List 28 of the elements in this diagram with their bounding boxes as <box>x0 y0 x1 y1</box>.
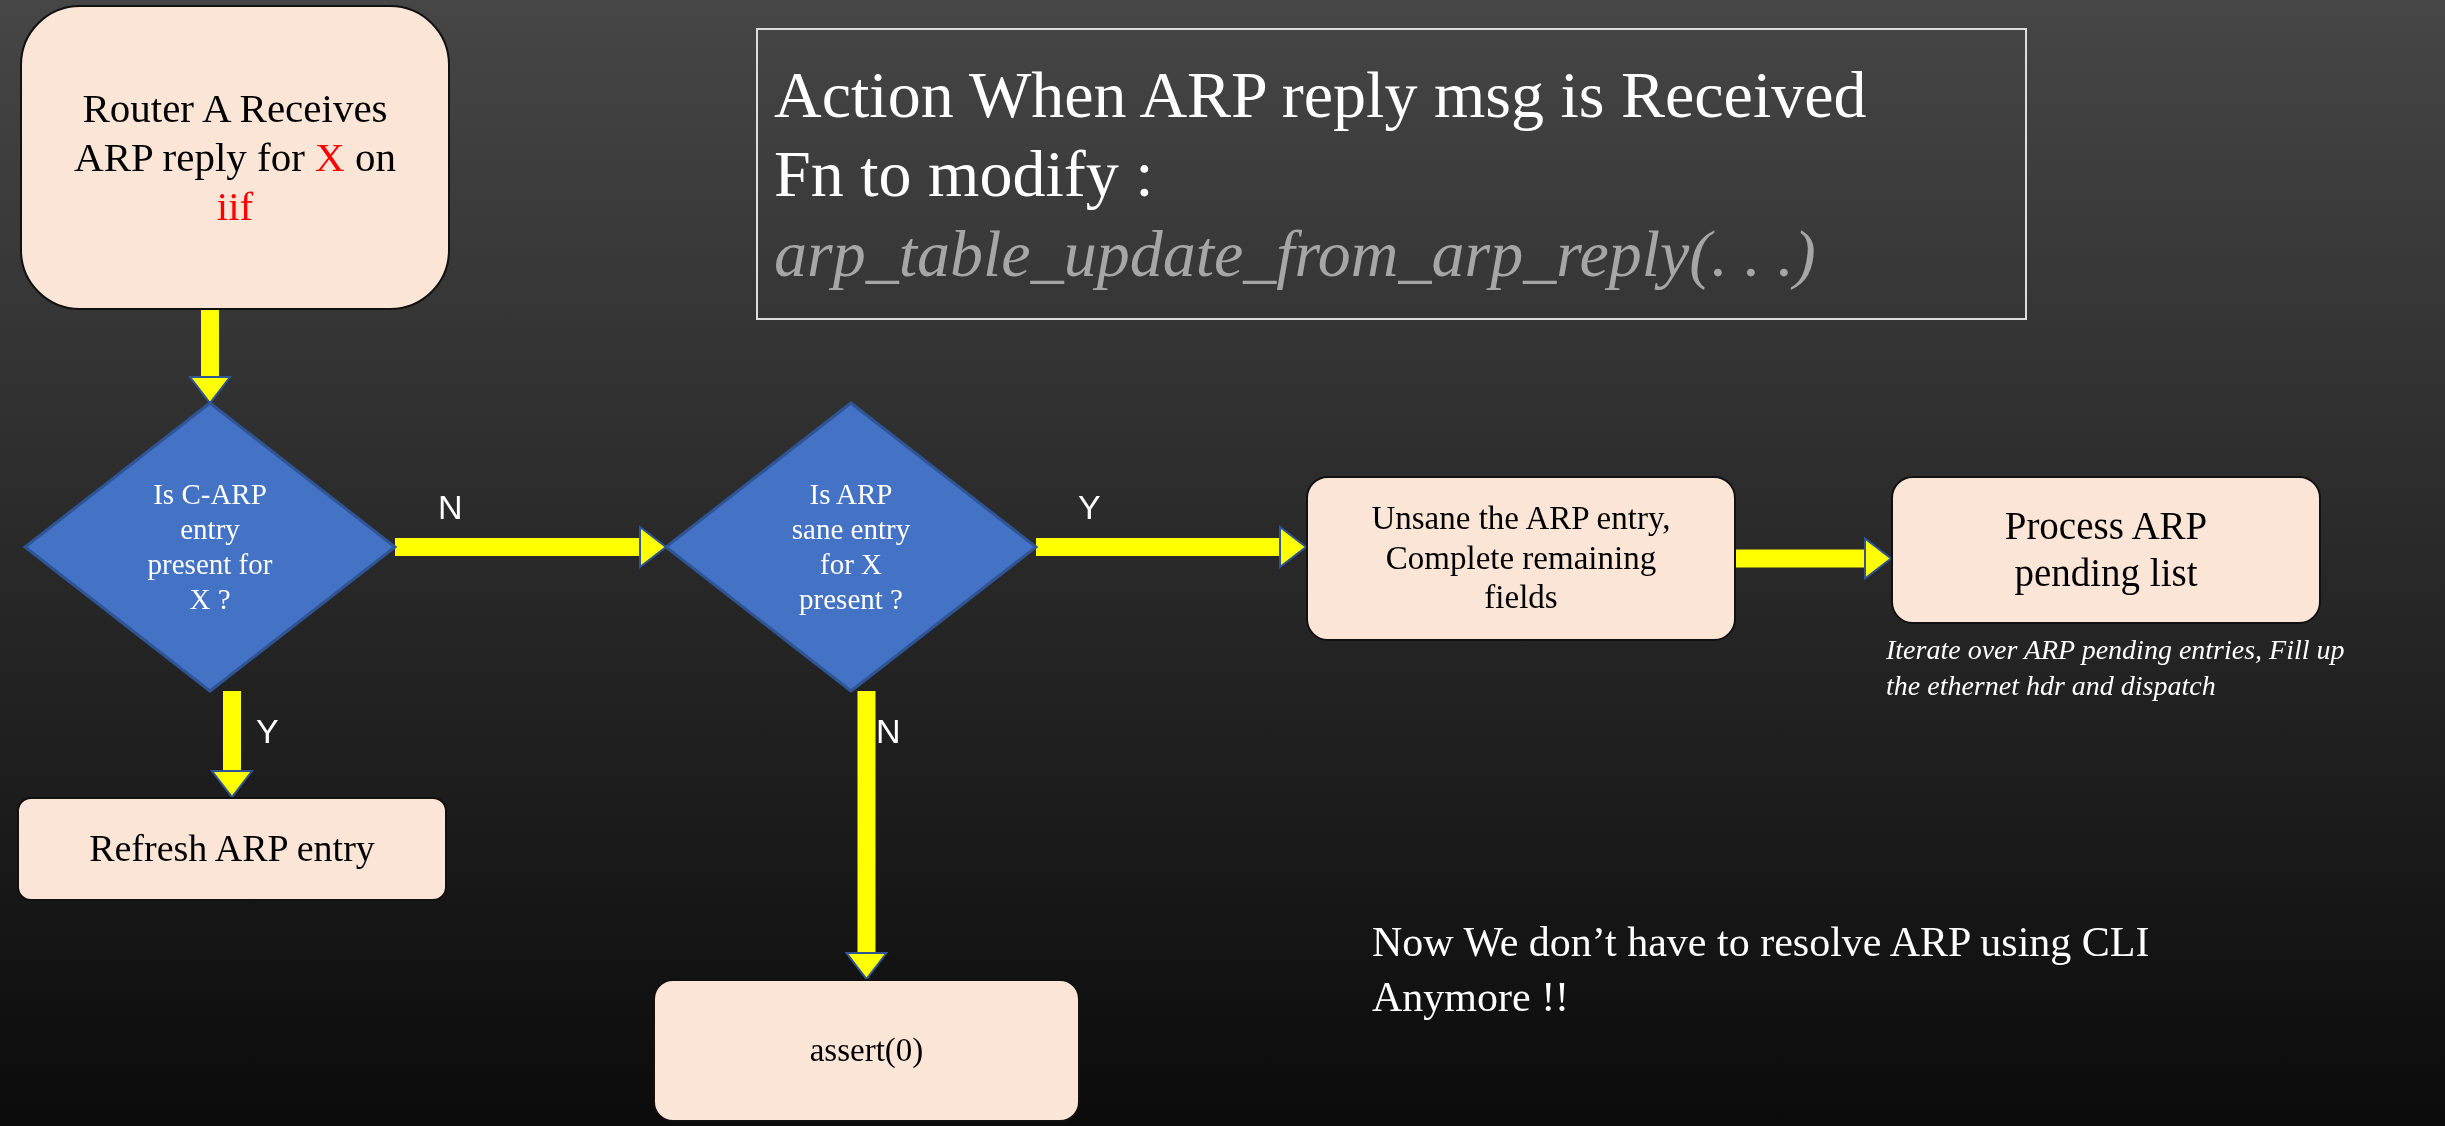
node-text: Unsane the ARP entry, Complete remaining fields <box>1371 499 1671 618</box>
function-name: arp_table_update_from_arp_reply(. . .) <box>774 215 1816 292</box>
node-text: Router A Receives ARP reply for X on iif <box>73 83 397 232</box>
node-text: Process ARP pending list <box>2003 503 2209 597</box>
process-box <box>1306 476 1736 641</box>
node-text: Refresh ARP entry <box>89 826 375 872</box>
edge-label: Y <box>256 712 279 751</box>
node-text: Is C-ARP entry present for X ? <box>146 477 274 617</box>
edge-label: Y <box>1078 488 1101 527</box>
heading-text: Fn to modify : <box>774 136 1154 213</box>
node-text: assert(0) <box>809 1030 924 1070</box>
title-box <box>756 28 2027 320</box>
process-box <box>653 979 1080 1122</box>
arrow <box>1736 537 1892 580</box>
arrow <box>1036 526 1307 568</box>
node-text: Is ARP sane entry for X present ? <box>791 477 911 617</box>
process-box <box>20 5 450 310</box>
heading-text: Action When ARP reply msg is Received <box>774 57 1867 134</box>
arrow <box>395 526 667 568</box>
arrow <box>211 691 253 798</box>
edge-label: N <box>876 712 901 751</box>
annotation-text: Iterate over ARP pending entries, Fill up the ethernet hdr and dispatch <box>1886 633 2346 704</box>
process-box <box>1891 476 2321 624</box>
edge-label: N <box>438 488 463 527</box>
note-text: Now We don’t have to resolve ARP using CLI Anymore !! <box>1372 918 2151 1022</box>
arrow <box>189 310 231 404</box>
process-box <box>17 797 447 901</box>
arrow <box>845 691 888 980</box>
